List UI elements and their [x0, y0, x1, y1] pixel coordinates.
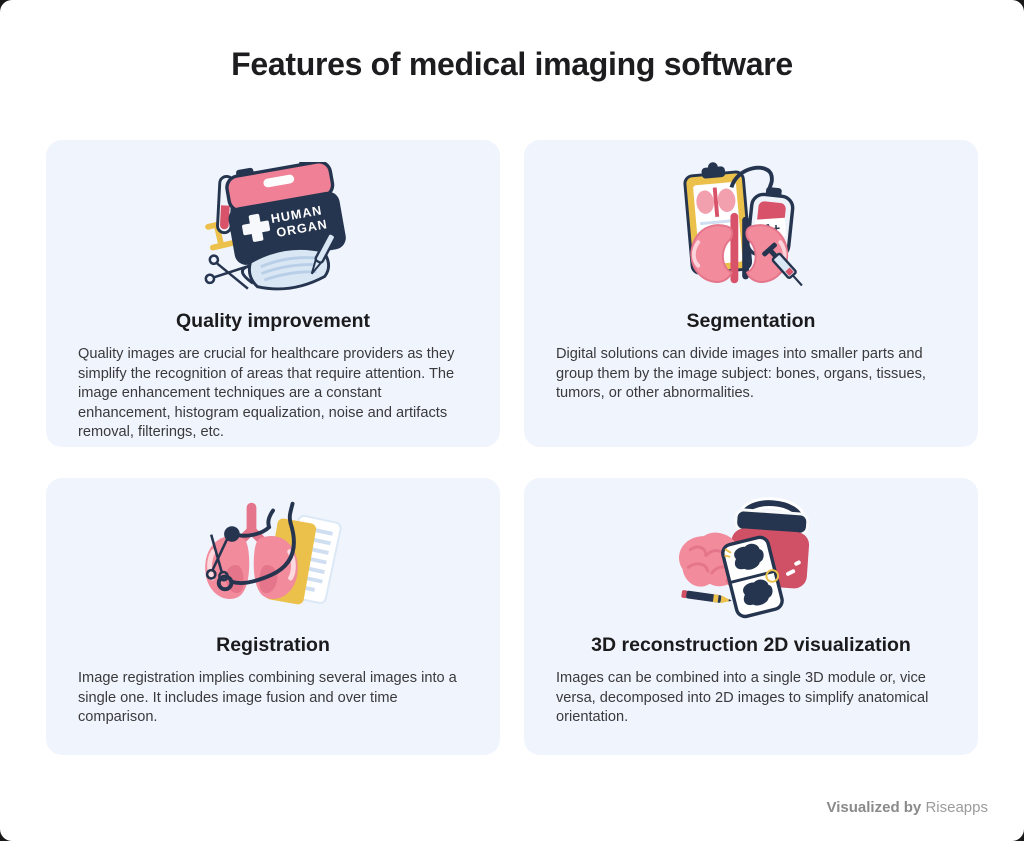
- card-description: Digital solutions can divide images into…: [556, 346, 926, 401]
- card-title: Quality improvement: [176, 310, 370, 332]
- human-organ-box-icon: HUMAN ORGAN: [204, 162, 346, 291]
- card-title: Segmentation: [686, 310, 816, 332]
- card-segmentation: A+: [524, 140, 978, 447]
- card-3d-reconstruction: 3D reconstruction 2D visualization Image…: [524, 478, 978, 755]
- card-description: Images can be combined into a single 3D …: [556, 670, 929, 725]
- attribution: Visualized by Riseapps: [827, 799, 988, 816]
- page-title: Features of medical imaging software: [231, 46, 793, 82]
- attribution-brand: Riseapps: [925, 799, 988, 816]
- lungs-stethoscope-illustration: [46, 478, 500, 626]
- lungs-stethoscope-icon: [205, 501, 342, 605]
- card-registration: Registration Image registration implies …: [46, 478, 500, 755]
- brain-xray-illustration: [524, 478, 978, 626]
- brain-xray-icon: [678, 497, 809, 619]
- card-quality-improvement: HUMAN ORGAN: [46, 140, 500, 447]
- card-description: Quality images are crucial for healthcar…: [78, 346, 455, 440]
- kidneys-blood-bag-icon: A+: [683, 162, 803, 287]
- human-organ-box-illustration: HUMAN ORGAN: [46, 140, 500, 302]
- attribution-prefix: Visualized by: [826, 799, 922, 816]
- card-title: Registration: [216, 634, 330, 656]
- card-description: Image registration implies combining sev…: [78, 670, 457, 725]
- card-title: 3D reconstruction 2D visualization: [591, 634, 911, 656]
- kidneys-blood-bag-illustration: A+: [524, 140, 978, 302]
